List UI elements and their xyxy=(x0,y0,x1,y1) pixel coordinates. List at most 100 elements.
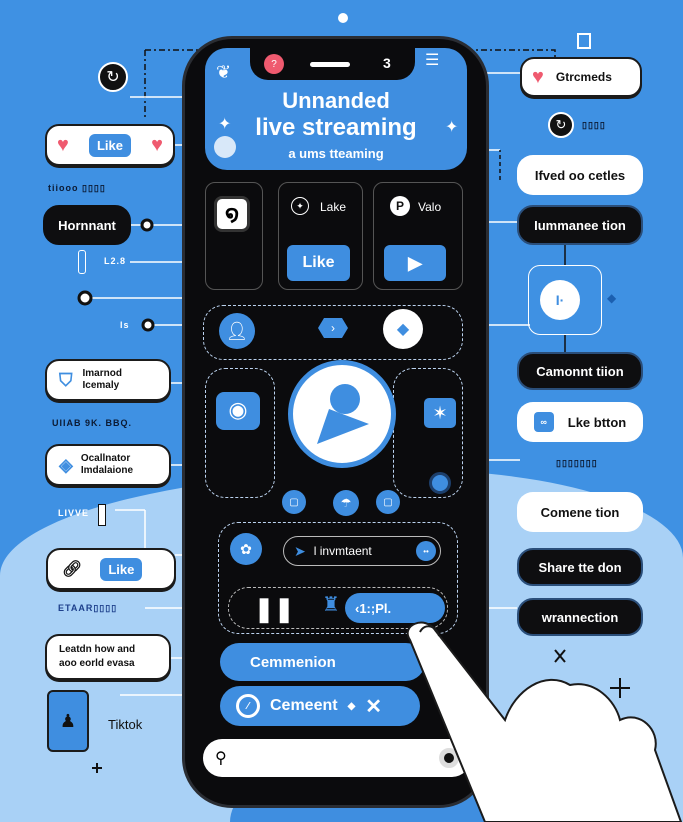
wave-icon xyxy=(214,136,236,158)
status-count: 3 xyxy=(383,55,391,71)
lummanee-button[interactable]: Iummanee tion xyxy=(517,205,643,245)
callout-line: Imdalaione xyxy=(80,465,134,476)
live-dot-icon: ? xyxy=(264,54,284,74)
player-row xyxy=(228,587,448,629)
callout-line: Imarnod xyxy=(82,368,122,379)
hornnant-button[interactable]: Hornnant xyxy=(43,205,131,245)
grid-card-2[interactable] xyxy=(278,182,363,290)
infinity-icon: ∞ xyxy=(533,412,554,432)
leatdn-callout[interactable]: Leatdn how and aoo eorld evasa xyxy=(45,634,171,680)
feed-container xyxy=(218,522,458,634)
grid-card-1[interactable] xyxy=(205,182,263,290)
label-text: L2.8 xyxy=(104,256,127,266)
stream-subtitle: a ums tteaming xyxy=(288,146,384,161)
record-button[interactable] xyxy=(439,748,459,768)
search-icon: ⚲ xyxy=(215,750,227,767)
label-text: LIVVE xyxy=(58,508,90,518)
record-icon[interactable] xyxy=(429,472,451,494)
diamond-icon: ◆ xyxy=(607,291,617,305)
stream-title-2: live streaming xyxy=(255,114,417,141)
card3-label: Valo xyxy=(418,200,442,214)
slider-handle[interactable] xyxy=(78,250,86,274)
callout-line: Leatdn how and xyxy=(59,644,136,655)
gift-icon[interactable]: ▢ xyxy=(376,490,400,514)
message-pill[interactable]: ➤ l invmtaent •• xyxy=(283,536,441,566)
message-text: l invmtaent xyxy=(313,544,372,558)
close-icon[interactable]: ✕ xyxy=(365,695,383,718)
callout-line: Icemaly xyxy=(82,380,120,391)
umbrella-icon[interactable]: ☂ xyxy=(333,490,359,516)
grid-card-3[interactable] xyxy=(373,182,463,290)
label-text: ETAAR▯▯▯▯ xyxy=(58,603,118,613)
heart-icon: ♥ xyxy=(151,133,163,156)
avatar[interactable]: 👤︎ xyxy=(219,313,255,349)
profile-row xyxy=(203,305,463,360)
like-chip[interactable]: Like xyxy=(100,557,143,581)
star-icon[interactable]: ✶ xyxy=(424,398,456,428)
like-callout-2[interactable]: 🔗︎Like xyxy=(46,548,176,590)
app-icon[interactable]: ໑ xyxy=(214,196,250,232)
refresh-icon[interactable]: ↻ xyxy=(98,62,128,92)
play-button[interactable]: ▶ xyxy=(384,245,446,281)
left-column xyxy=(205,368,275,498)
square-icon xyxy=(577,33,591,49)
figure-icon: ♜ xyxy=(322,594,340,616)
label-text: UIIAB 9K. BBQ. xyxy=(52,418,133,428)
shield-icon: ⛉ xyxy=(59,370,73,390)
gtrcmeds-callout[interactable]: ♥Gtrcmeds xyxy=(520,57,642,97)
leaf-icon: ❦ xyxy=(216,62,232,82)
forward-button[interactable]: ◆ xyxy=(383,309,423,349)
callout-label: Lke btton xyxy=(567,414,627,430)
stream-title: Unnanded xyxy=(282,88,390,113)
share-icon[interactable]: ▢ xyxy=(282,490,306,514)
chevron-right-icon[interactable]: › xyxy=(318,318,348,338)
label-text: ▯▯▯▯ xyxy=(582,120,606,130)
sparkle-icon: ✦ xyxy=(291,197,309,215)
avatar[interactable]: ✿ xyxy=(230,533,262,565)
comene-callout[interactable]: Comene tion xyxy=(517,492,643,532)
right-column xyxy=(393,368,463,498)
menu-icon[interactable]: ☰ xyxy=(425,52,440,69)
like-callout[interactable]: ♥ Like ♥ xyxy=(45,124,175,166)
comment-button-2[interactable]: ⁄ Cemeent ◆ ✕ xyxy=(220,686,420,726)
search-input[interactable]: ⚲ xyxy=(203,739,471,777)
sparkle-icon: ✦ xyxy=(445,119,459,136)
like-button[interactable]: Like xyxy=(287,245,350,281)
info-icon[interactable]: I· xyxy=(540,280,580,320)
heart-icon: ♥ xyxy=(532,65,544,88)
camonnt-button[interactable]: Camonnt tiion xyxy=(517,352,643,390)
pause-icon[interactable]: ❚❚ xyxy=(254,596,295,623)
tiktok-icon[interactable]: ♟ xyxy=(47,690,89,752)
comment-button-1[interactable]: Cemmenion xyxy=(220,643,425,681)
widget-box xyxy=(528,265,602,335)
lived-callout[interactable]: Ifved oo cetles xyxy=(517,155,643,195)
share-button[interactable]: Share tte don xyxy=(517,548,643,586)
callout-line: aoo eorld evasa xyxy=(59,658,135,669)
bird-icon: ➤ xyxy=(294,542,306,559)
toggle-handle[interactable] xyxy=(98,504,106,526)
tiktok-label: Tiktok xyxy=(108,717,143,732)
label-text: tiiooo ▯▯▯▯ xyxy=(48,183,106,193)
like-button-callout[interactable]: ∞ Lke btton xyxy=(517,402,643,442)
label-text: ls xyxy=(120,320,130,330)
sparkle-icon: ✦ xyxy=(218,116,232,133)
label-text: ▯▯▯▯▯▯▯ xyxy=(556,458,598,468)
player-text: ‹1:;Pl. xyxy=(355,600,392,616)
hand-illustration xyxy=(406,621,683,822)
user-icon[interactable]: ◉ xyxy=(216,392,260,430)
main-avatar[interactable] xyxy=(288,360,396,468)
block-icon: ⁄ xyxy=(236,694,260,718)
refresh-icon[interactable]: ↻ xyxy=(548,112,574,138)
heart-icon: ♥ xyxy=(57,133,69,156)
wrannection-button[interactable]: wrannection xyxy=(517,598,643,636)
comment-label: Cemmenion xyxy=(250,653,336,671)
card2-label: Lake xyxy=(320,200,347,214)
person-icon xyxy=(317,384,369,444)
more-icon[interactable]: •• xyxy=(416,541,436,561)
diamond-icon: ◆ xyxy=(347,700,356,712)
comment-label: Cemeent xyxy=(270,697,338,714)
like-chip[interactable]: Like xyxy=(88,133,131,157)
player-pill[interactable]: ‹1:;Pl. xyxy=(345,593,445,623)
